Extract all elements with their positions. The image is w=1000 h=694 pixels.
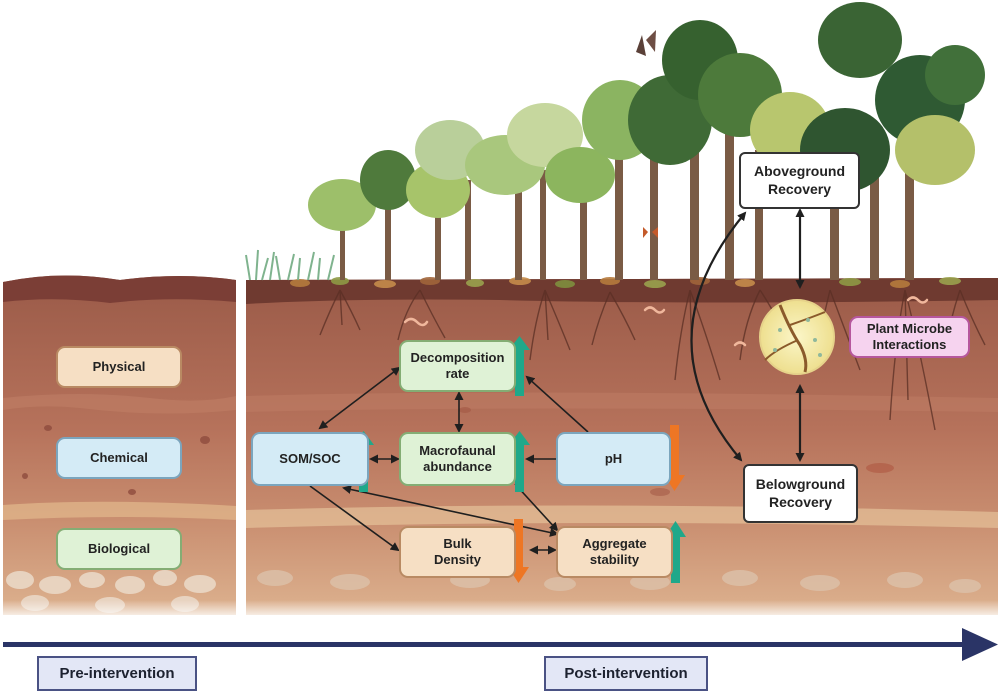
microbe-magnifier [759,299,835,375]
grass [245,249,335,281]
node-som-soc: SOM/SOC [251,432,369,486]
timeline-arrow [3,628,998,661]
pre-intervention-label: Pre-intervention [37,656,197,691]
pre-intervention-text: Pre-intervention [59,665,175,682]
arrow-ph-to-decomposition [525,375,589,433]
legend-biological: Biological [56,528,182,570]
post-intervention-text: Post-intervention [564,665,688,682]
node-bulk-density-label: Bulk Density [434,535,481,567]
post-intervention-label: Post-intervention [544,656,708,691]
legend-chemical: Chemical [56,437,182,479]
node-macrofaunal-abundance-label: Macrofaunal abundance [419,442,496,474]
arrow-decomposition-to-som [318,366,401,430]
node-macrofaunal-abundance: Macrofaunal abundance [399,432,516,486]
node-belowground-recovery-label: Belowground Recovery [755,476,846,510]
arrow-belowground-aboveground-curve [690,211,747,462]
node-decomposition-rate: Decomposition rate [399,340,516,392]
forest [245,2,985,281]
node-aboveground-recovery: Aboveground Recovery [739,152,860,209]
pebbles [257,570,981,593]
node-aggregate-stability-label: Aggregate stability [582,535,647,567]
arrow-som-to-bulk-density [309,485,400,552]
node-ph: pH [556,432,671,486]
node-plant-microbe-interactions: Plant Microbe Interactions [849,316,970,358]
legend-biological-label: Biological [87,540,151,556]
legend-physical: Physical [56,346,182,388]
butterfly-icon [643,227,658,238]
node-ph-label: pH [604,450,623,466]
node-som-soc-label: SOM/SOC [279,450,341,466]
legend-physical-label: Physical [92,358,146,374]
node-bulk-density: Bulk Density [399,526,516,578]
butterfly-icon [636,30,656,56]
node-plant-microbe-interactions-label: Plant Microbe Interactions [866,320,953,352]
node-decomposition-rate-label: Decomposition rate [410,349,505,381]
node-aggregate-stability: Aggregate stability [556,526,673,578]
node-belowground-recovery: Belowground Recovery [743,464,858,523]
legend-chemical-label: Chemical [90,449,148,465]
node-aboveground-recovery-label: Aboveground Recovery [754,163,845,197]
